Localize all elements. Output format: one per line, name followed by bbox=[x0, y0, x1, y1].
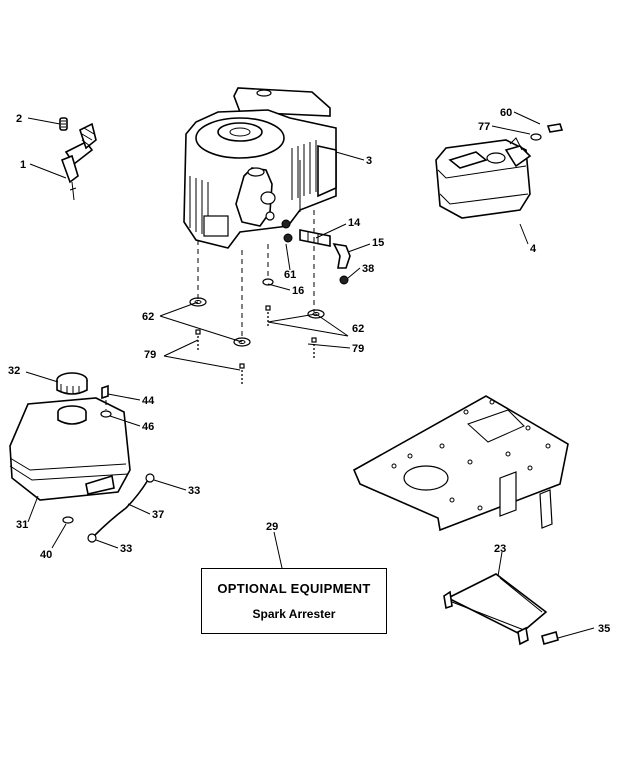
callout-33-top: 33 bbox=[188, 485, 200, 497]
callout-labels: 2 1 3 14 15 61 16 38 4 60 77 62 62 79 79… bbox=[8, 107, 610, 635]
leader-lines bbox=[25, 111, 595, 639]
fuel-cap-icon bbox=[56, 372, 88, 395]
callout-38: 38 bbox=[362, 263, 374, 275]
callout-2: 2 bbox=[16, 113, 22, 125]
callout-29: 29 bbox=[266, 521, 278, 533]
callout-14: 14 bbox=[348, 217, 361, 229]
callout-40: 40 bbox=[40, 549, 52, 561]
callout-60: 60 bbox=[500, 107, 512, 119]
fuel-line-icon bbox=[93, 479, 149, 537]
fuel-tank-icon bbox=[9, 397, 131, 501]
heat-shield-icon bbox=[443, 573, 548, 646]
callout-1: 1 bbox=[20, 159, 26, 171]
elbow-icon bbox=[332, 242, 351, 269]
callout-4: 4 bbox=[530, 243, 537, 255]
callout-37: 37 bbox=[152, 509, 164, 521]
callout-77: 77 bbox=[478, 121, 490, 133]
callout-3: 3 bbox=[366, 155, 372, 167]
clamp-33-top bbox=[145, 473, 155, 483]
callout-46: 46 bbox=[142, 421, 154, 433]
optional-equipment-title: OPTIONAL EQUIPMENT bbox=[217, 581, 371, 596]
callout-23: 23 bbox=[494, 543, 506, 555]
screw-44 bbox=[101, 384, 109, 400]
throttle-control-icon bbox=[59, 117, 97, 201]
callout-35: 35 bbox=[598, 623, 610, 635]
callout-15: 15 bbox=[372, 237, 384, 249]
washer-46 bbox=[100, 410, 112, 418]
screw-60 bbox=[546, 123, 564, 133]
optional-equipment-box: OPTIONAL EQUIPMENT Spark Arrester bbox=[201, 568, 387, 634]
clamp-33-bottom bbox=[87, 533, 97, 543]
exhaust-pipe-icon bbox=[299, 229, 331, 247]
callout-33-bottom: 33 bbox=[120, 543, 132, 555]
callout-62-left: 62 bbox=[142, 311, 154, 323]
callout-16: 16 bbox=[292, 285, 304, 297]
washer-77 bbox=[530, 133, 542, 141]
callout-44: 44 bbox=[142, 395, 155, 407]
nut-38 bbox=[339, 275, 349, 285]
callout-32: 32 bbox=[8, 365, 20, 377]
callout-31: 31 bbox=[16, 519, 28, 531]
muffler-icon bbox=[435, 137, 532, 219]
callout-62-right: 62 bbox=[352, 323, 364, 335]
callout-79-right: 79 bbox=[352, 343, 364, 355]
washer-40 bbox=[62, 516, 74, 524]
spark-arrester-label: Spark Arrester bbox=[252, 607, 336, 621]
mount-plate-icon bbox=[352, 395, 569, 532]
callout-61: 61 bbox=[284, 269, 296, 281]
bolt-head-16 bbox=[262, 278, 274, 286]
callout-79-left: 79 bbox=[144, 349, 156, 361]
screw-35 bbox=[541, 631, 559, 645]
engine-icon bbox=[183, 87, 337, 249]
